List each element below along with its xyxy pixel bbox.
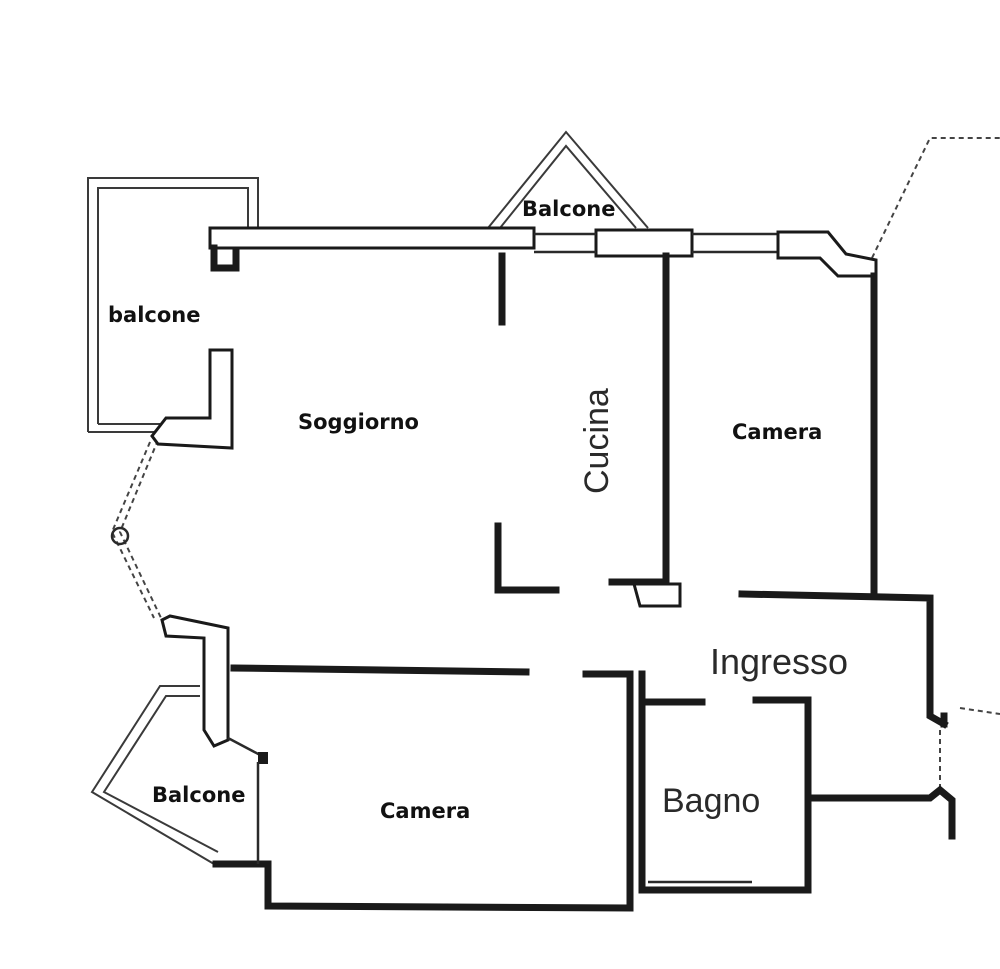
balcony-top-outline (487, 130, 649, 229)
label-balcone-top: Balcone (522, 197, 615, 221)
label-soggiorno: Soggiorno (298, 410, 419, 434)
outline-top-right (871, 137, 1000, 259)
bay-window-left (110, 439, 163, 621)
wall-left-lower (160, 614, 268, 764)
wall-left-upper (150, 348, 234, 450)
wall-cucina-right (608, 252, 682, 608)
label-camera-bottom: Camera (380, 799, 470, 823)
wall-bagno (638, 670, 812, 894)
label-cucina: Cucina (578, 388, 616, 494)
label-bagno: Bagno (662, 782, 760, 820)
outline-right (939, 707, 1000, 790)
label-balcone-bottom-left: Balcone (152, 783, 245, 807)
wall-cucina-left (494, 252, 560, 594)
wall-ingresso-right (738, 590, 956, 840)
label-ingresso: Ingresso (710, 641, 848, 682)
label-balcone-left: balcone (108, 303, 200, 327)
label-camera-top: Camera (732, 420, 822, 444)
balcony-left-outline (87, 177, 259, 433)
balcony-bottom-left-outline (90, 685, 219, 865)
wall-top (208, 226, 878, 278)
wall-camera-bottom (212, 664, 634, 912)
